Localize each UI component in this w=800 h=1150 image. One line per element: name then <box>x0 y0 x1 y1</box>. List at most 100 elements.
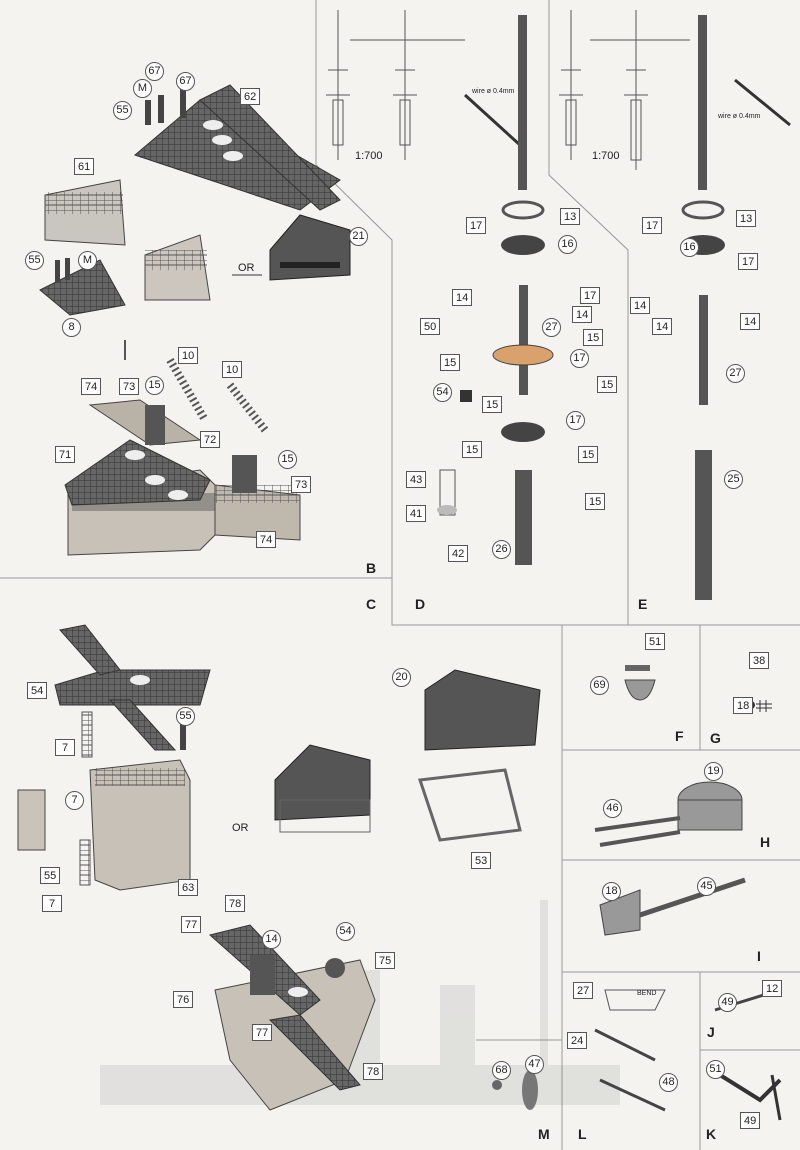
part-callout: 55 <box>176 707 195 726</box>
section-j-label: J <box>707 1024 715 1040</box>
part-callout: 17 <box>738 253 759 270</box>
section-l-label: L <box>578 1126 587 1142</box>
part-callout: 27 <box>542 318 561 337</box>
part-callout: 15 <box>583 329 604 346</box>
part-callout: 7 <box>42 895 62 912</box>
part-callout: 8 <box>62 318 81 337</box>
part-callout: 71 <box>55 446 76 463</box>
part-callout: 69 <box>590 676 609 695</box>
part-callout: 14 <box>740 313 761 330</box>
part-callout: 77 <box>181 916 202 933</box>
part-callout: M <box>133 79 152 98</box>
part-callout: 14 <box>572 306 593 323</box>
part-callout: 19 <box>704 762 723 781</box>
section-f-label: F <box>675 728 684 744</box>
part-callout: 15 <box>278 450 297 469</box>
part-callout: 13 <box>560 208 581 225</box>
part-callout: 16 <box>680 238 699 257</box>
section-i-label: I <box>757 948 761 964</box>
bend-label: BEND <box>637 990 657 997</box>
part-callout: 54 <box>433 383 452 402</box>
part-callout: 21 <box>349 227 368 246</box>
section-c-label: C <box>366 596 377 612</box>
part-callout: M <box>78 251 97 270</box>
part-callout: 26 <box>492 540 511 559</box>
part-callout: 45 <box>697 877 716 896</box>
part-callout: 51 <box>645 633 666 650</box>
part-callout: 7 <box>65 791 84 810</box>
part-callout: 25 <box>724 470 743 489</box>
section-k-label: K <box>706 1126 717 1142</box>
part-callout: 41 <box>406 505 427 522</box>
part-callout: 47 <box>525 1055 544 1074</box>
part-callout: 15 <box>482 396 503 413</box>
or-label-bottom: OR <box>232 822 249 834</box>
section-m-label: M <box>538 1126 550 1142</box>
or-label-top: OR <box>238 262 255 274</box>
part-callout: 61 <box>74 158 95 175</box>
part-callout: 49 <box>718 993 737 1012</box>
part-callout: 76 <box>173 991 194 1008</box>
part-callout: 78 <box>363 1063 384 1080</box>
wire-label-left: wire ø 0.4mm <box>472 88 515 95</box>
part-callout: 17 <box>566 411 585 430</box>
part-callout: 12 <box>762 980 783 997</box>
part-callout: 16 <box>558 235 577 254</box>
part-callout: 17 <box>570 349 589 368</box>
part-callout: 54 <box>27 682 48 699</box>
part-callout: 17 <box>580 287 601 304</box>
part-callout: 62 <box>240 88 261 105</box>
part-callout: 15 <box>462 441 483 458</box>
part-callout: 20 <box>392 668 411 687</box>
part-callout: 63 <box>178 879 199 896</box>
part-callout: 42 <box>448 545 469 562</box>
part-callout: 78 <box>225 895 246 912</box>
part-callout: 77 <box>252 1024 273 1041</box>
section-g-label: G <box>710 730 721 746</box>
part-callout: 43 <box>406 471 427 488</box>
part-callout: 17 <box>466 217 487 234</box>
part-callout: 27 <box>726 364 745 383</box>
part-callout: 13 <box>736 210 757 227</box>
part-callout: 46 <box>603 799 622 818</box>
part-callout: 15 <box>145 376 164 395</box>
part-callout: 51 <box>706 1060 725 1079</box>
part-callout: 18 <box>733 697 754 714</box>
part-callout: 67 <box>145 62 164 81</box>
part-callout: 53 <box>471 852 492 869</box>
wire-label-right: wire ø 0.4mm <box>718 113 761 120</box>
part-callout: 10 <box>178 347 199 364</box>
part-callout: 75 <box>375 952 396 969</box>
part-callout: 38 <box>749 652 770 669</box>
part-callout: 14 <box>630 297 651 314</box>
part-callout: 73 <box>119 378 140 395</box>
part-callout: 50 <box>420 318 441 335</box>
part-callout: 54 <box>336 922 355 941</box>
section-d-label: D <box>415 596 426 612</box>
part-callout: 74 <box>81 378 102 395</box>
scale-right: 1:700 <box>592 150 620 162</box>
part-callout: 14 <box>262 930 281 949</box>
part-callout: 18 <box>602 882 621 901</box>
part-callout: 24 <box>567 1032 588 1049</box>
part-callout: 49 <box>740 1112 761 1129</box>
part-callout: 14 <box>652 318 673 335</box>
part-callout: 15 <box>597 376 618 393</box>
part-callout: 73 <box>291 476 312 493</box>
part-callout: 72 <box>200 431 221 448</box>
part-callout: 67 <box>176 72 195 91</box>
part-callout: 10 <box>222 361 243 378</box>
part-callout: 7 <box>55 739 75 756</box>
part-callout: 55 <box>40 867 61 884</box>
part-callout: 55 <box>25 251 44 270</box>
part-callout: 14 <box>452 289 473 306</box>
section-b-label: B <box>366 560 377 576</box>
part-callout: 15 <box>440 354 461 371</box>
part-callout: 27 <box>573 982 594 999</box>
part-callout: 48 <box>659 1073 678 1092</box>
part-callout: 55 <box>113 101 132 120</box>
part-callout: 15 <box>585 493 606 510</box>
part-callout: 68 <box>492 1061 511 1080</box>
